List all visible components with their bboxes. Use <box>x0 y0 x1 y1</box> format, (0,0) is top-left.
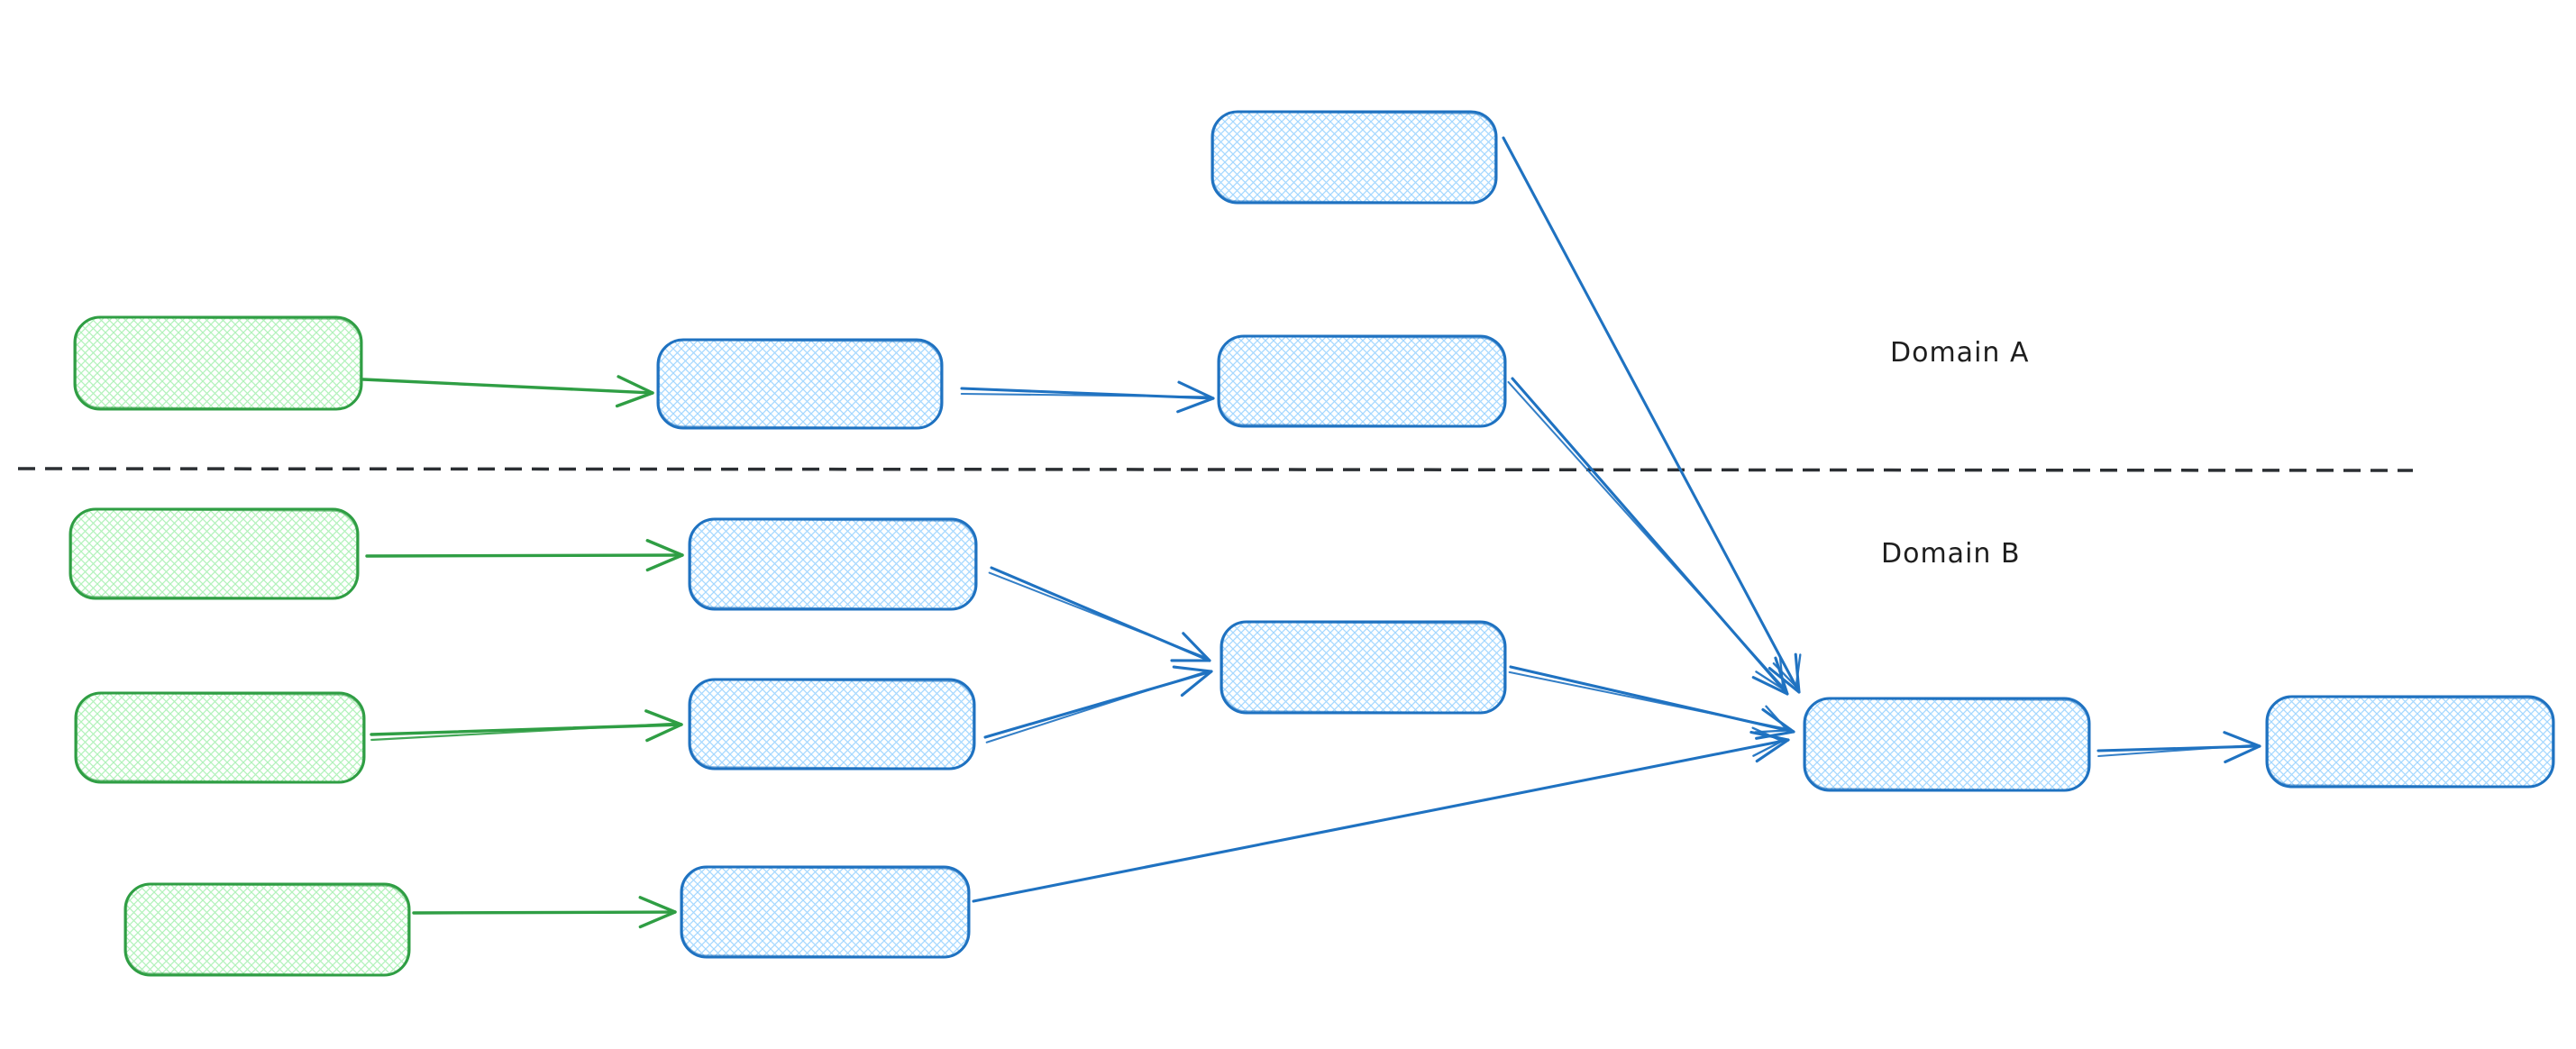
blue-box[interactable] <box>2265 695 2555 789</box>
arrowhead-sketch-stroke <box>1752 740 1784 757</box>
arrow-blue-collector-to-final[interactable] <box>2096 731 2261 763</box>
arrowhead-stroke <box>645 723 683 743</box>
node-green-b1[interactable] <box>69 507 360 600</box>
sketch-outline <box>124 883 410 976</box>
arrowhead-sketch-stroke <box>1755 670 1785 690</box>
sketch-outline <box>74 316 362 410</box>
arrow-blue-confluence-to-collector[interactable] <box>1508 665 1795 740</box>
sketch-outline <box>681 866 970 958</box>
arrow-shaft-sketch <box>1507 380 1787 692</box>
arrow-green-b1-to-blue-b1[interactable] <box>365 539 684 572</box>
node-green-b3[interactable] <box>123 882 411 977</box>
arrow-shaft <box>365 553 681 558</box>
arrow-blue-b2-to-confluence[interactable] <box>983 665 1213 743</box>
arrowhead-stroke <box>1172 665 1213 673</box>
arrowhead-stroke <box>1177 380 1215 400</box>
arrowhead-stroke <box>645 553 684 572</box>
arrow-blue-top-to-collector[interactable] <box>1502 136 1802 694</box>
blue-box[interactable] <box>656 338 944 430</box>
node-blue-b2[interactable] <box>688 678 976 771</box>
arrow-shaft <box>412 910 673 915</box>
arrowhead-stroke <box>2224 744 2261 763</box>
node-green-b2[interactable] <box>74 691 366 784</box>
node-blue-top[interactable] <box>1210 110 1498 205</box>
arrowhead-stroke <box>1751 676 1789 696</box>
blue-box[interactable] <box>680 865 971 959</box>
arrow-shaft <box>361 378 651 395</box>
sketch-outline <box>657 339 943 429</box>
sketch-outline <box>69 508 359 599</box>
green-box[interactable] <box>74 691 366 784</box>
arrowhead-stroke <box>644 709 683 726</box>
sketch-outline <box>1211 111 1497 204</box>
arrow-blue-a-right-to-collector[interactable] <box>1507 377 1789 696</box>
arrowhead-stroke <box>645 539 684 557</box>
arrow-shaft-sketch <box>1508 670 1792 731</box>
arrow-shaft-sketch <box>370 722 680 742</box>
blue-box[interactable] <box>1217 334 1507 428</box>
arrow-shaft-sketch <box>960 392 1211 398</box>
node-blue-a-right[interactable] <box>1217 334 1507 428</box>
arrowhead-stroke <box>638 896 677 914</box>
arrowhead-sketch-stroke <box>1795 653 1802 688</box>
arrowhead-sketch-stroke <box>1765 705 1789 732</box>
blue-box[interactable] <box>688 517 978 611</box>
arrowhead-sketch-stroke <box>1751 726 1784 743</box>
arrowhead-stroke <box>1755 730 1795 740</box>
node-blue-final[interactable] <box>2265 695 2555 789</box>
node-blue-a-mid[interactable] <box>656 338 944 430</box>
arrow-green-a-to-blue-a-mid[interactable] <box>361 375 654 408</box>
blue-box[interactable] <box>1219 620 1507 715</box>
arrowhead-stroke <box>615 391 654 408</box>
arrow-blue-a-mid-to-a-right[interactable] <box>960 380 1215 414</box>
sketch-outline <box>1218 335 1506 427</box>
arrowhead-stroke <box>617 375 654 395</box>
sketch-outline <box>689 679 975 770</box>
blue-box[interactable] <box>1210 110 1498 205</box>
arrowhead-stroke <box>1755 738 1790 763</box>
sketch-outline <box>75 692 365 783</box>
green-box[interactable] <box>123 882 411 977</box>
arrowhead-stroke <box>2223 731 2261 748</box>
node-blue-b3[interactable] <box>680 865 971 959</box>
arrow-shaft <box>1502 136 1799 691</box>
arrow-blue-b3-to-collector[interactable] <box>972 726 1790 903</box>
arrowhead-stroke <box>1768 667 1801 694</box>
blue-box[interactable] <box>1803 697 2091 792</box>
green-box[interactable] <box>73 315 363 411</box>
arrowhead-stroke <box>1176 397 1215 414</box>
arrowhead-sketch-stroke <box>1778 656 1785 690</box>
node-blue-collector[interactable] <box>1803 697 2091 792</box>
node-green-a[interactable] <box>73 315 363 411</box>
blue-box[interactable] <box>688 678 976 771</box>
sketch-outline <box>2266 696 2554 788</box>
sketch-outline <box>1220 621 1506 714</box>
domain-divider[interactable] <box>17 467 2414 472</box>
arrow-shaft-sketch <box>985 670 1209 743</box>
sketch-outline <box>1804 698 2090 791</box>
arrow-shaft <box>972 739 1786 903</box>
arrowhead-stroke <box>1180 670 1213 698</box>
arrowhead-stroke <box>638 910 677 929</box>
domain-a-label[interactable]: Domain A <box>1890 337 2029 369</box>
arrow-green-b3-to-blue-b3[interactable] <box>412 896 677 929</box>
arrow-blue-b1-to-confluence[interactable] <box>988 566 1211 662</box>
arrowhead-stroke <box>1182 632 1211 662</box>
node-blue-b1[interactable] <box>688 517 978 611</box>
node-blue-confluence[interactable] <box>1219 620 1507 715</box>
domain-b-label[interactable]: Domain B <box>1881 538 2021 570</box>
arrow-shaft-sketch <box>988 571 1208 660</box>
arrow-green-b2-to-blue-b2[interactable] <box>370 709 683 743</box>
green-box[interactable] <box>69 507 360 600</box>
arrow-shaft-sketch <box>2097 743 2257 758</box>
sketch-outline <box>689 518 977 610</box>
